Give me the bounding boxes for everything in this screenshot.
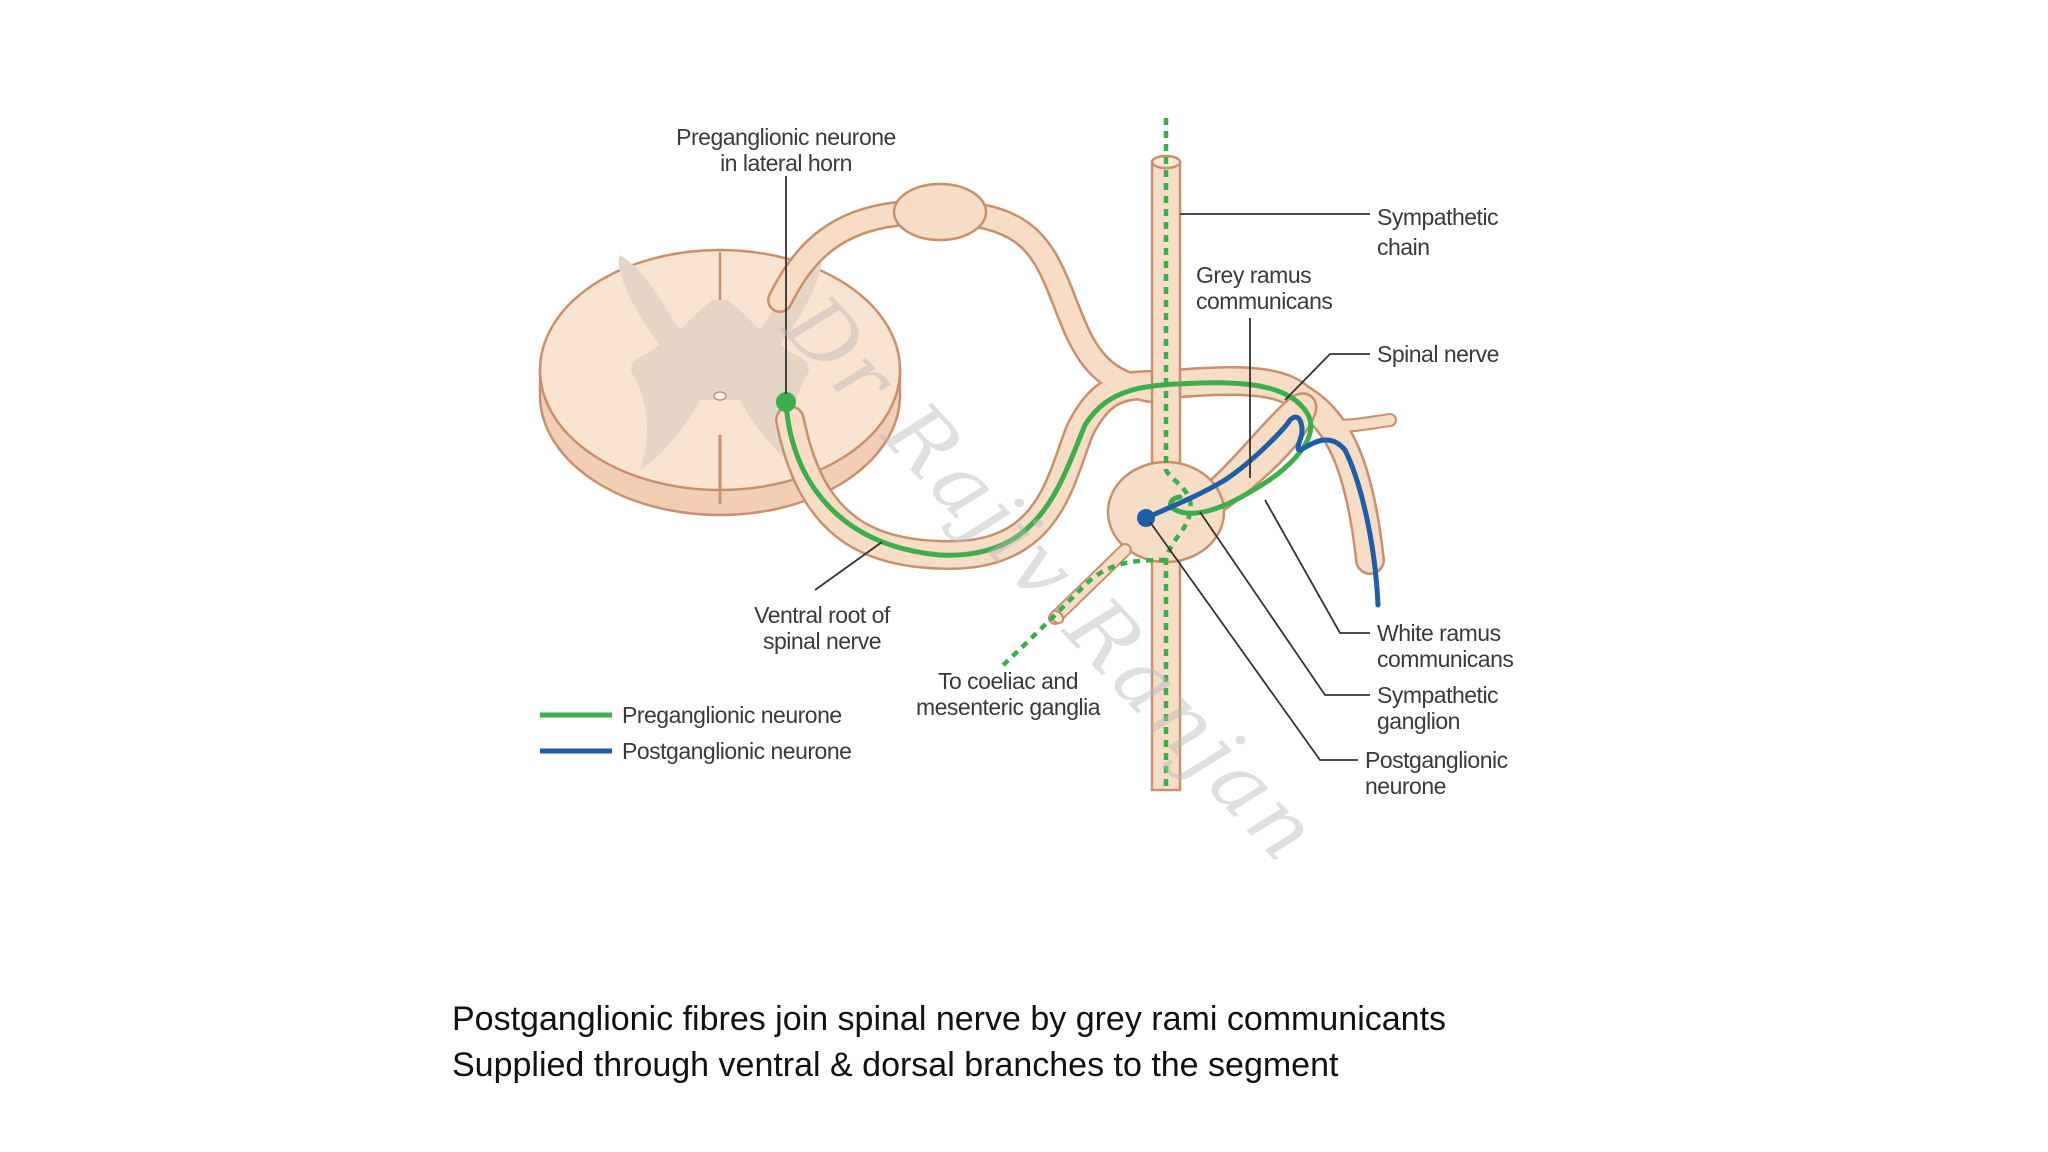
label-postganglionic-neurone-1: Postganglionic (1365, 747, 1508, 773)
label-ventral-root-2: spinal nerve (763, 628, 881, 654)
label-grey-ramus-1: Grey ramus (1196, 262, 1311, 288)
label-coeliac-1: To coeliac and (938, 668, 1078, 694)
preganglionic-dotted-splanchnic (998, 557, 1167, 670)
caption: Postganglionic fibres join spinal nerve … (452, 996, 1852, 1088)
rami-communicantes (1198, 392, 1318, 512)
label-ventral-root-1: Ventral root of (754, 602, 891, 628)
leader-lines (785, 176, 1370, 761)
caption-line-2: Supplied through ventral & dorsal branch… (452, 1046, 1339, 1084)
legend-preganglionic-label: Preganglionic neurone (622, 702, 842, 728)
watermark: Dr Rajiv Ranjan (764, 275, 1339, 882)
labels: Preganglionic neurone in lateral horn Sy… (676, 124, 1514, 799)
label-sympathetic-ganglion-2: ganglion (1377, 708, 1460, 734)
label-sympathetic-chain-2: chain (1377, 234, 1429, 260)
grey-matter (618, 255, 822, 470)
label-postganglionic-neurone-2: neurone (1365, 773, 1446, 799)
caption-line-1: Postganglionic fibres join spinal nerve … (452, 1000, 1447, 1038)
label-spinal-nerve: Spinal nerve (1377, 341, 1499, 367)
label-coeliac-2: mesenteric ganglia (916, 694, 1101, 720)
preganglionic-cell-body (776, 392, 796, 412)
label-white-ramus-1: White ramus (1377, 620, 1501, 646)
label-sympathetic-ganglion-1: Sympathetic (1377, 682, 1498, 708)
label-lateral-horn: in lateral horn (720, 150, 852, 176)
label-grey-ramus-2: communicans (1196, 288, 1332, 314)
legend: Preganglionic neurone Postganglionic neu… (540, 702, 852, 764)
postganglionic-fibre (1143, 414, 1381, 608)
dorsal-root-ganglion (892, 182, 988, 242)
splanchnic-branch (1048, 543, 1132, 625)
label-preganglionic-neurone: Preganglionic neurone (676, 124, 896, 150)
label-sympathetic-chain-1: Sympathetic (1377, 204, 1498, 230)
label-white-ramus-2: communicans (1377, 646, 1513, 672)
spinal-cord (538, 248, 902, 517)
legend-postganglionic-label: Postganglionic neurone (622, 738, 851, 764)
preganglionic-fibre (783, 380, 1314, 558)
